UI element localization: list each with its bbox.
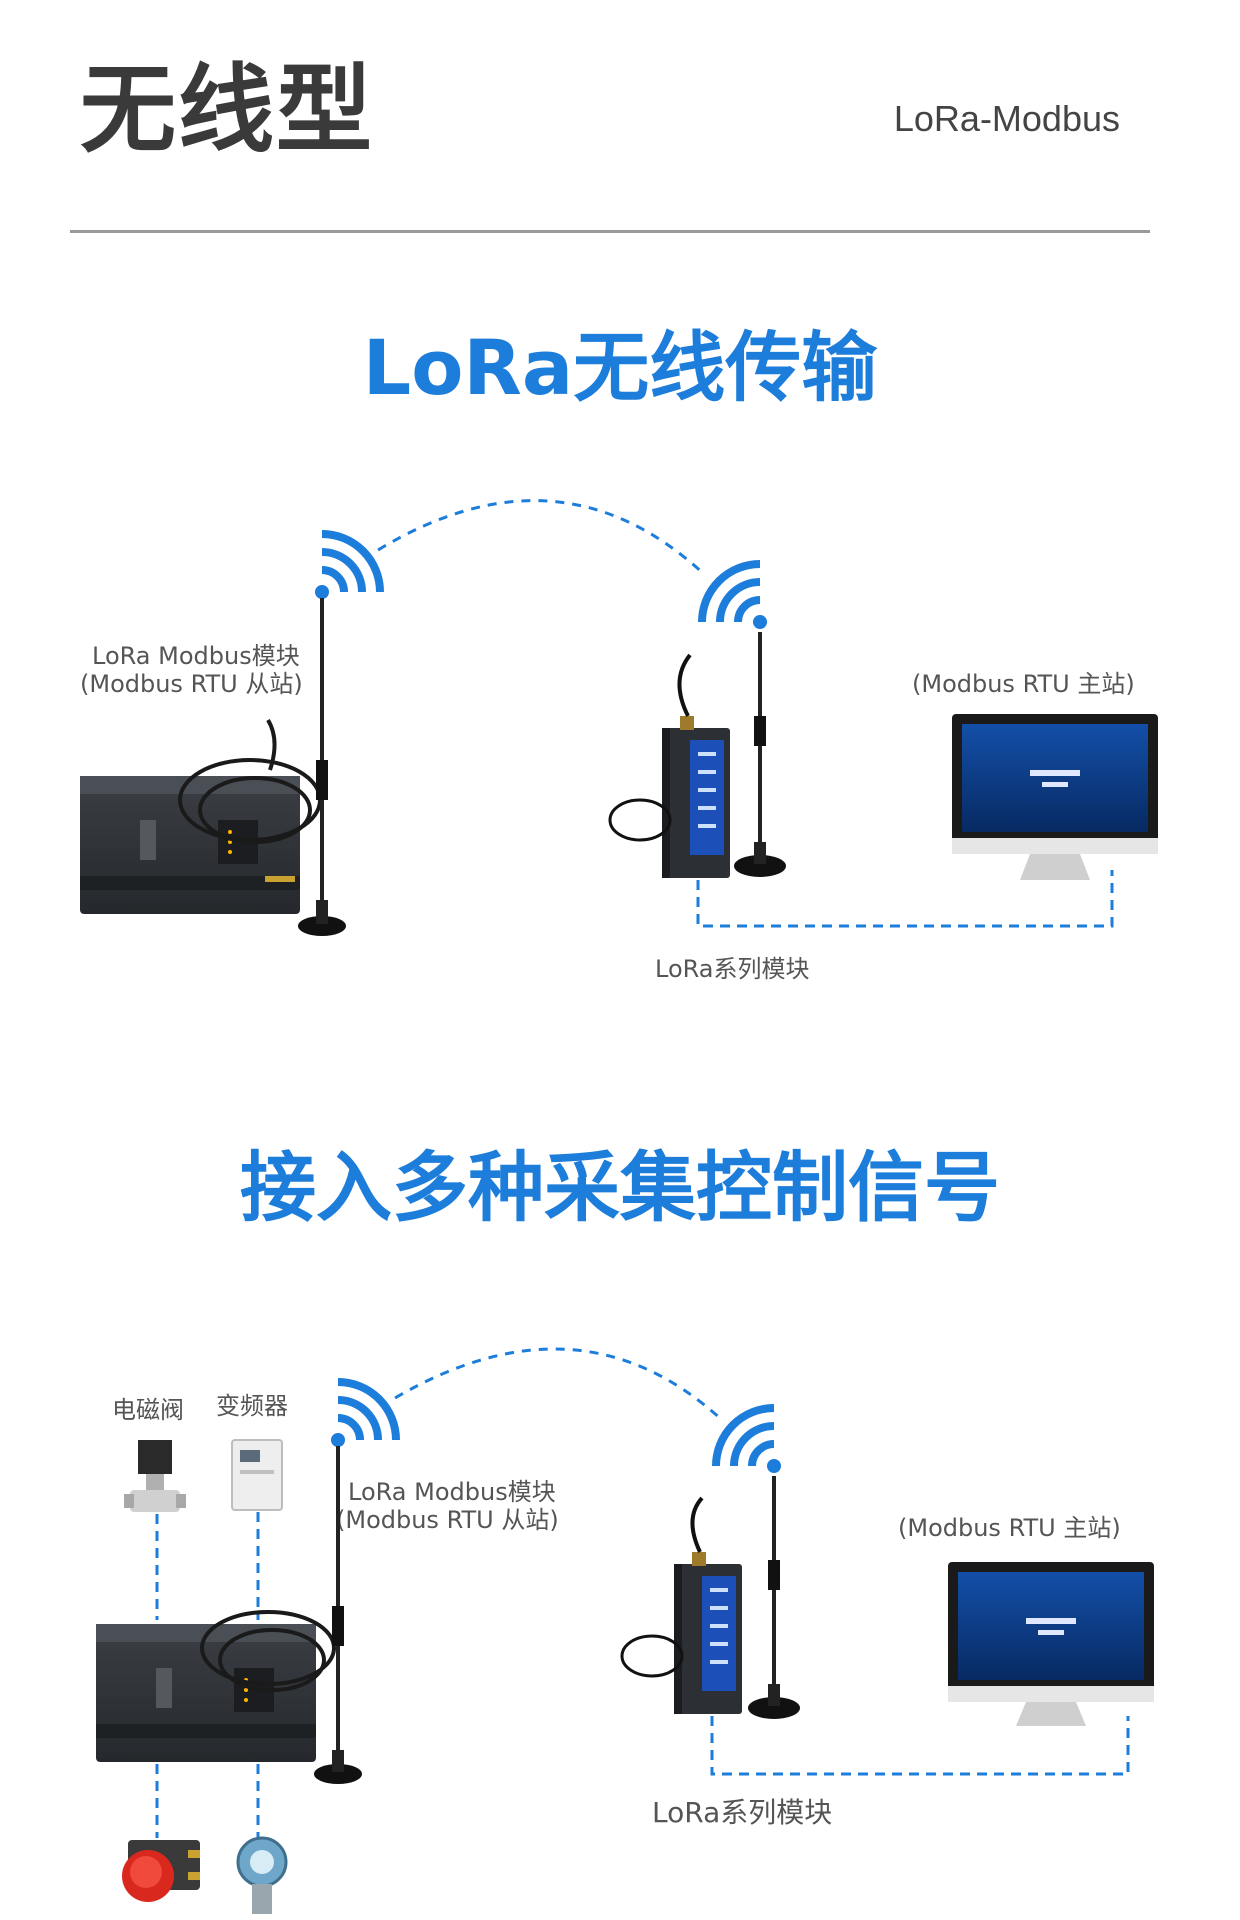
section2-slave-label-line2: (Modbus RTU 从站) (336, 1506, 559, 1534)
section1-module-label: LoRa系列模块 (655, 955, 810, 983)
wifi-signal-icon (712, 1404, 781, 1473)
antenna-icon (748, 1476, 800, 1719)
antenna-icon (314, 1446, 362, 1784)
wired-link-2 (710, 1716, 1130, 1776)
section2-title: 接入多种采集控制信号 (240, 1143, 1000, 1232)
inverter-icon (231, 1439, 283, 1511)
page-subtitle: LoRa-Modbus (893, 98, 1120, 139)
plc-module-icon (80, 718, 322, 914)
lora-gateway-icon (620, 1496, 742, 1714)
plc-module-icon (96, 1610, 336, 1762)
section2-valve-label: 电磁阀 (112, 1396, 184, 1424)
solenoid-valve-icon (124, 1440, 186, 1512)
section1-title: LoRa无线传输 (362, 323, 878, 412)
wireless-link-arc-2 (394, 1347, 724, 1422)
wifi-signal-icon (331, 1378, 400, 1447)
monitor-icon (948, 1562, 1154, 1726)
page-title: 无线型 (80, 54, 374, 166)
pressure-transmitter-icon (236, 1836, 288, 1914)
antenna-icon (298, 598, 346, 936)
lora-gateway-icon (608, 653, 730, 878)
wired-link-1 (696, 870, 1114, 928)
section2-module-label: LoRa系列模块 (652, 1796, 833, 1829)
header-divider (70, 230, 1150, 233)
monitor-icon (952, 714, 1158, 880)
wireless-link-arc-1 (377, 499, 707, 577)
section1-master-label: (Modbus RTU 主站) (912, 670, 1135, 698)
push-button-icon (122, 1840, 200, 1902)
section2-master-label: (Modbus RTU 主站) (898, 1514, 1121, 1542)
antenna-icon (734, 632, 786, 877)
wifi-signal-icon (315, 530, 384, 599)
section2-slave-label-line1: LoRa Modbus模块 (348, 1478, 556, 1506)
section2-inverter-label: 变频器 (216, 1392, 288, 1420)
section1-slave-label-line2: (Modbus RTU 从站) (80, 670, 303, 698)
section1-slave-label-line1: LoRa Modbus模块 (92, 642, 300, 670)
wifi-signal-icon (698, 560, 767, 629)
